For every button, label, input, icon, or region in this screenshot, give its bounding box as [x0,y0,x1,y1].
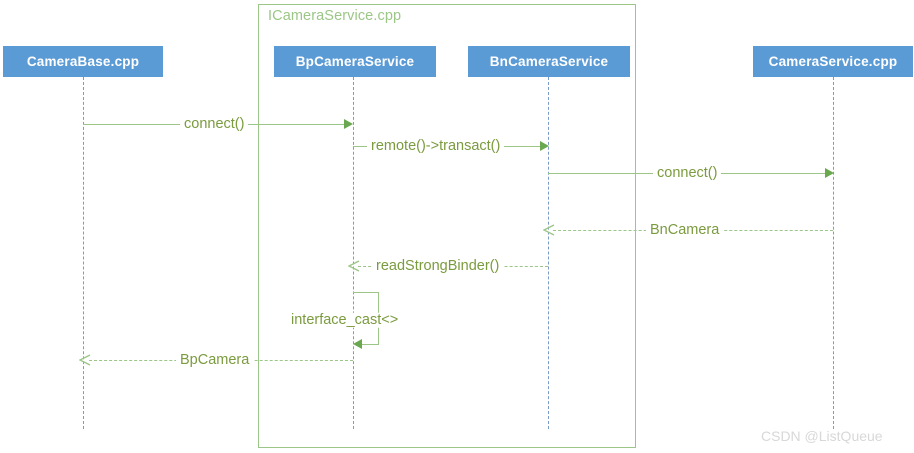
lifeline-bncameraservice [548,77,549,429]
message-arrowhead-bpcamera-return [79,354,91,366]
message-label-readstrongbinder: readStrongBinder() [372,259,504,274]
selfcall-arrowhead-interface-cast [353,339,362,349]
participant-box-camerabase[interactable]: CameraBase.cpp [3,46,163,77]
message-label-bncamera-return: BnCamera [646,223,724,238]
participant-label-bpcameraservice: BpCameraService [295,54,415,69]
participant-box-bpcameraservice[interactable]: BpCameraService [274,46,436,77]
lifeline-cameraservice [833,77,834,429]
participant-box-bncameraservice[interactable]: BnCameraService [468,46,630,77]
selfcall-segment-top [353,292,379,293]
participant-label-cameraservice: CameraService.cpp [768,54,898,69]
participant-box-cameraservice[interactable]: CameraService.cpp [753,46,913,77]
message-label-connect-1: connect() [180,117,249,132]
lifeline-camerabase [83,77,84,429]
message-arrowhead-bncamera-return [543,224,555,236]
message-arrowhead-connect-2 [825,168,834,178]
participant-label-camerabase: CameraBase.cpp [26,54,140,69]
message-arrowhead-readstrongbinder [348,260,360,272]
selfcall-segment-bottom [362,344,379,345]
message-arrowhead-remote-transact [540,141,549,151]
watermark-text: CSDN @ListQueue [761,428,883,444]
participant-label-bncameraservice: BnCameraService [489,54,609,69]
fragment-frame-label: ICameraService.cpp [268,8,402,24]
fragment-frame-icameraservice [258,4,636,448]
message-arrowhead-connect-1 [344,119,353,129]
message-label-remote-transact: remote()->transact() [367,139,505,154]
message-label-interface-cast: interface_cast<> [287,313,403,328]
lifeline-bpcameraservice [353,77,354,429]
message-label-bpcamera-return: BpCamera [176,353,254,368]
message-label-connect-2: connect() [653,166,722,181]
